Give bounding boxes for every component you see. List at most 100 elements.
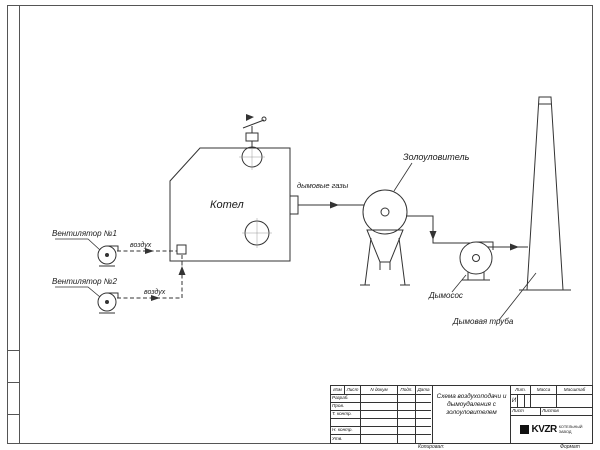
flow-arrow-up-icon bbox=[178, 266, 186, 275]
col-header-list: Лист bbox=[345, 386, 361, 395]
cell bbox=[398, 403, 416, 411]
logo-subtitle-line1: КОТЕЛЬНЫЙ bbox=[558, 425, 583, 430]
kopiroval-note: Копировал: bbox=[418, 444, 445, 450]
cell bbox=[361, 395, 398, 403]
cyclone-to-exhauster-duct bbox=[406, 215, 470, 244]
logo-mark-icon bbox=[520, 425, 530, 434]
flue-gases-label: дымовые газы bbox=[297, 181, 349, 190]
boiler bbox=[169, 114, 299, 262]
smoke-exhauster bbox=[459, 241, 494, 281]
cell bbox=[398, 435, 416, 443]
logo-subtitle-line2: ЗАВОД bbox=[558, 429, 572, 434]
ash-catcher-label: Золоуловитель bbox=[403, 152, 470, 162]
exhauster-to-chimney-duct bbox=[488, 243, 528, 251]
centerlines bbox=[239, 144, 272, 248]
fan1-hub bbox=[105, 253, 109, 257]
fan2-air-label: воздух bbox=[144, 288, 166, 296]
fan2-label: Вентилятор №2 bbox=[52, 277, 117, 286]
cell bbox=[416, 427, 431, 435]
col-header-data: Дата bbox=[416, 386, 431, 395]
cyclone-cone bbox=[366, 229, 404, 263]
format-note: Формат bbox=[560, 444, 580, 450]
chimney-outline bbox=[526, 96, 564, 291]
flow-arrow-right-icon bbox=[510, 243, 519, 251]
row-label-nkontr: Н. контр. bbox=[331, 427, 361, 435]
valve-weight bbox=[261, 116, 267, 122]
valve-flag bbox=[246, 114, 254, 121]
list-label: Лист bbox=[511, 408, 541, 416]
cyclone-eye bbox=[380, 207, 390, 217]
flow-arrow-right-icon bbox=[151, 295, 160, 301]
chimney bbox=[519, 96, 571, 291]
col-header-ndokum: N докум bbox=[361, 386, 398, 395]
logo-subtitle: КОТЕЛЬНЫЙ ЗАВОД bbox=[559, 425, 583, 434]
cyclone-hopper-outlet bbox=[379, 262, 391, 270]
flue-gas-line bbox=[298, 201, 364, 209]
massa-header: Масса bbox=[531, 386, 557, 395]
air-inlet-box bbox=[176, 244, 187, 255]
cell bbox=[416, 411, 431, 419]
cyclone-scroll bbox=[362, 189, 408, 235]
title-block-right: Лит. Масса Масштаб И Лист Листов KVZR КО… bbox=[511, 386, 592, 443]
cell bbox=[416, 435, 431, 443]
exhauster-hub bbox=[472, 254, 480, 262]
ash-catcher-leader bbox=[393, 162, 413, 192]
revision-table: Изм Лист N докум Подп. Дата Разраб. Пров… bbox=[331, 386, 433, 443]
fan2-leader bbox=[55, 286, 101, 298]
duct-path bbox=[406, 215, 470, 244]
leader-lines bbox=[55, 162, 537, 321]
cell bbox=[416, 419, 431, 427]
row-label-tkontr: Т. контр. bbox=[331, 411, 361, 419]
cell bbox=[398, 395, 416, 403]
lit-header-row: Лит. Масса Масштаб bbox=[511, 386, 592, 395]
cell bbox=[331, 419, 361, 427]
fan2-volute bbox=[107, 292, 119, 298]
logo-text: KVZR bbox=[531, 424, 557, 435]
cell bbox=[398, 427, 416, 435]
document-title-cell: Схема воздухоподачи и дымоудаления с зол… bbox=[433, 386, 511, 443]
cell bbox=[361, 435, 398, 443]
fan1-volute bbox=[107, 245, 119, 251]
cell bbox=[361, 419, 398, 427]
fan1-air-label: воздух bbox=[130, 241, 152, 249]
fan-1 bbox=[97, 245, 119, 267]
cell bbox=[398, 411, 416, 419]
lit-header: Лит. bbox=[511, 386, 531, 395]
exhauster-volute bbox=[476, 241, 494, 250]
masshtab-value bbox=[557, 395, 592, 408]
masshtab-header: Масштаб bbox=[557, 386, 592, 395]
ash-catcher bbox=[360, 189, 410, 286]
cell bbox=[361, 403, 398, 411]
cell bbox=[398, 419, 416, 427]
safety-valve bbox=[242, 114, 267, 148]
sheet-frame bbox=[7, 5, 593, 444]
cell bbox=[361, 427, 398, 435]
massa-value bbox=[531, 395, 557, 408]
exhauster-base bbox=[462, 272, 490, 281]
exhauster-casing bbox=[459, 241, 493, 275]
fan-2 bbox=[97, 292, 119, 314]
col-header-izm: Изм bbox=[331, 386, 345, 395]
frame-border bbox=[7, 5, 593, 444]
valve-body bbox=[245, 132, 259, 142]
document-title: Схема воздухоподачи и дымоудаления с зол… bbox=[436, 393, 507, 416]
smoke-exhauster-label: Дымосос bbox=[428, 291, 463, 300]
row-label-utv: Утв. bbox=[331, 435, 361, 443]
title-block: Изм Лист N докум Подп. Дата Разраб. Пров… bbox=[330, 385, 593, 444]
lit-value-row: И bbox=[511, 395, 592, 408]
company-logo: KVZR КОТЕЛЬНЫЙ ЗАВОД bbox=[511, 416, 592, 443]
row-label-razrab: Разраб. bbox=[331, 395, 361, 403]
sheet-count-row: Лист Листов bbox=[511, 408, 592, 416]
air-duct-arrows bbox=[145, 248, 186, 301]
row-label-prov: Пров. bbox=[331, 403, 361, 411]
fan1-label: Вентилятор №1 bbox=[52, 229, 117, 238]
flow-arrow-down-icon bbox=[429, 231, 437, 240]
flow-arrow-right-icon bbox=[330, 201, 339, 209]
cell bbox=[416, 403, 431, 411]
boiler-outline bbox=[169, 147, 291, 262]
cell bbox=[361, 411, 398, 419]
flue-outlet-stub bbox=[289, 195, 299, 215]
fan1-leader bbox=[55, 238, 101, 251]
